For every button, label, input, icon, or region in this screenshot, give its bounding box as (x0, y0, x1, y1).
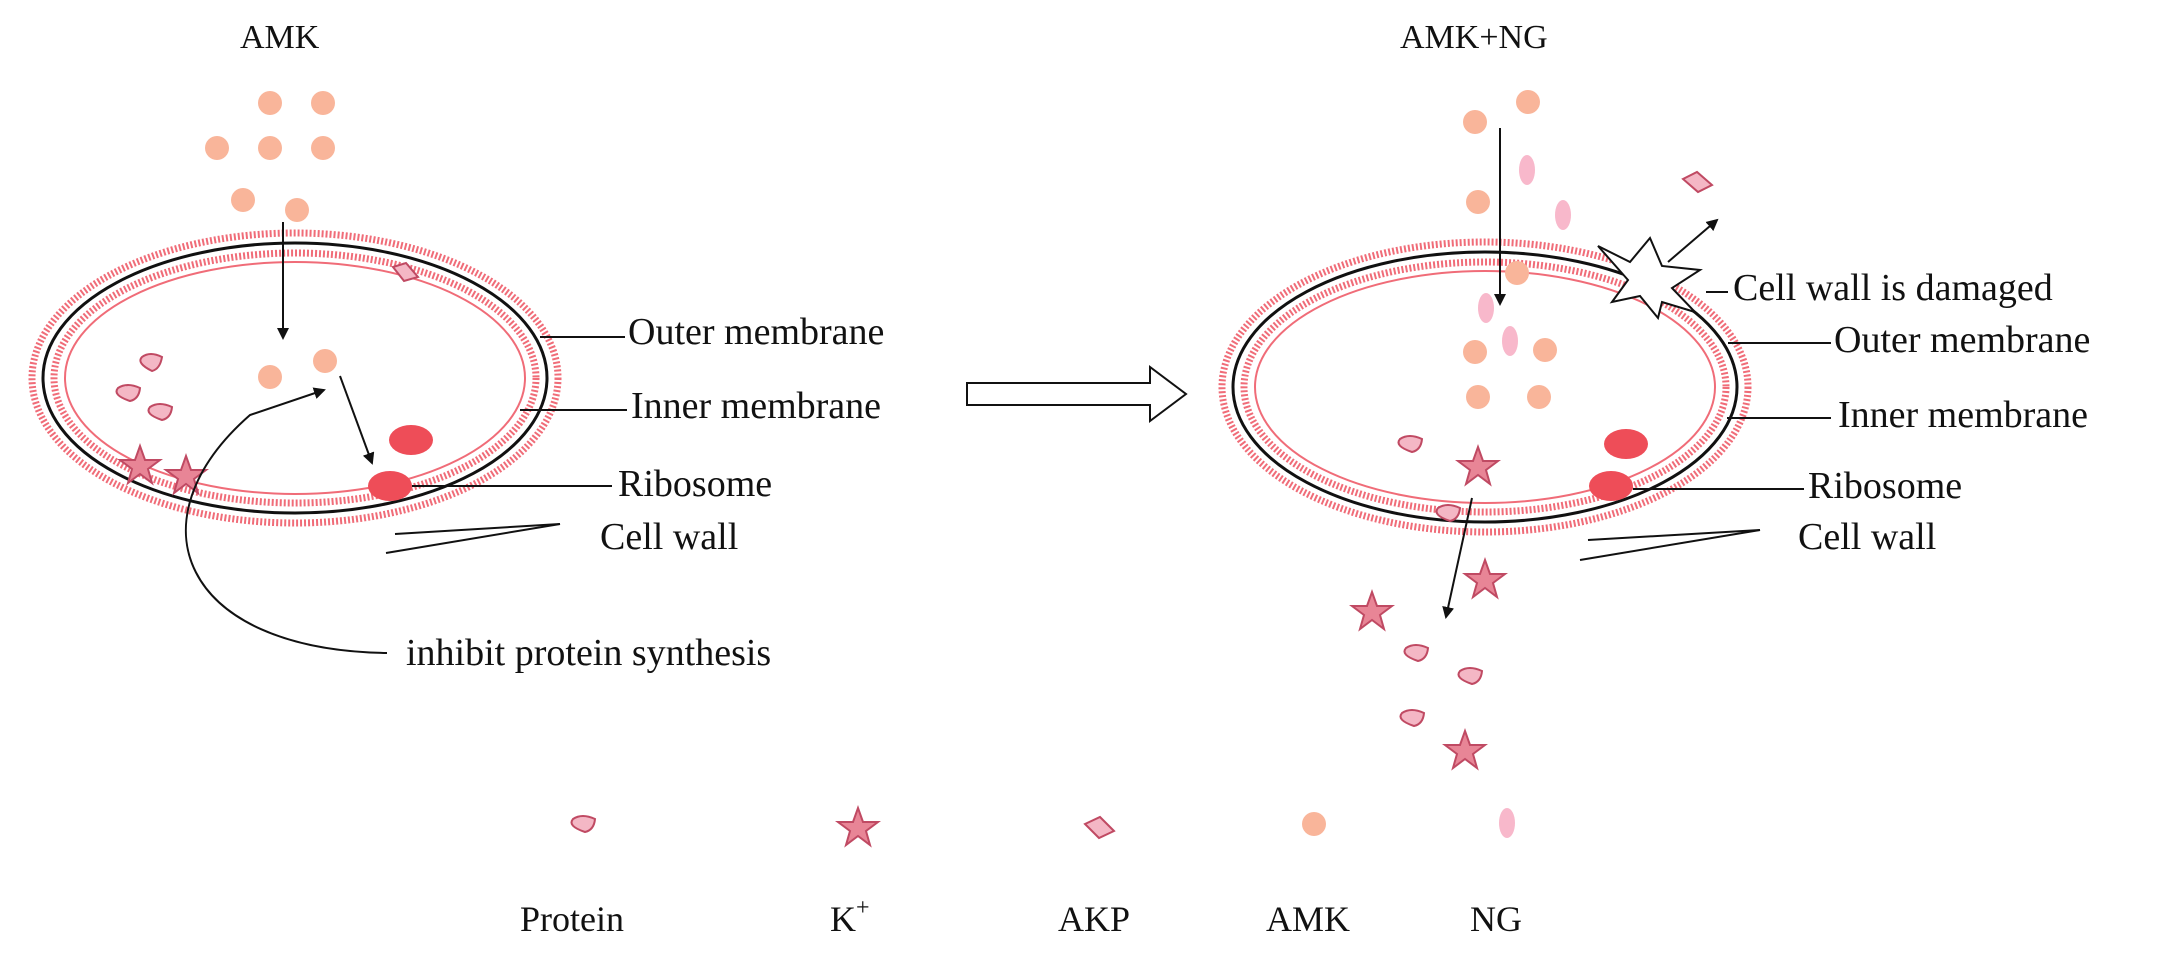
amk-particle (311, 136, 335, 160)
right-ng-particles (1478, 155, 1571, 356)
k-star (1349, 589, 1395, 632)
amk-particle (258, 91, 282, 115)
amk-particle (311, 91, 335, 115)
amk-particle (1466, 385, 1490, 409)
right-outer-membrane (1231, 250, 1739, 524)
left-ribosome-arrow (339, 375, 375, 465)
legend-k-icon (835, 805, 881, 848)
left-cell-wall-label: Cell wall (600, 516, 738, 558)
legend-amk-label: AMK (1266, 899, 1350, 939)
right-proteins (1397, 435, 1484, 728)
amk-particle (1463, 110, 1487, 134)
ribosome (368, 471, 412, 501)
left-outer-membrane-label: Outer membrane (628, 311, 884, 353)
legend-akp-icon (1083, 815, 1116, 840)
right-ribosomes (1589, 429, 1648, 501)
right-leader-lines (1579, 291, 1831, 561)
k-star (163, 453, 209, 496)
right-cell-wall-label: Cell wall (1798, 516, 1936, 558)
protein (1457, 667, 1484, 686)
left-ribosomes (368, 425, 433, 501)
right-inner-layer (1240, 258, 1730, 516)
cell-wall-damaged-label: Cell wall is damaged (1733, 267, 2053, 309)
k-star (1462, 557, 1508, 600)
left-inner-membrane-label: Inner membrane (631, 385, 881, 427)
right-akp (1681, 170, 1714, 194)
damage-burst-icon (1597, 236, 1703, 321)
amk-particle (1527, 385, 1551, 409)
right-cell (1218, 238, 1752, 536)
left-leader-lines (385, 336, 627, 554)
amk-particle (1466, 190, 1490, 214)
left-ribosome-label: Ribosome (618, 463, 772, 505)
protein (1403, 644, 1430, 663)
right-damage-arrow (1667, 218, 1719, 263)
transition-arrow-icon (966, 365, 1188, 423)
right-inner-membrane (1254, 270, 1716, 504)
left-panel-title: AMK (240, 19, 320, 56)
amk-particle (1505, 261, 1529, 285)
ribosome (389, 425, 433, 455)
right-amk-particles (1463, 90, 1557, 409)
left-k-stars (117, 443, 209, 496)
right-k-stars (1349, 444, 1508, 771)
k-star (117, 443, 163, 486)
left-inner-membrane (64, 261, 526, 495)
protein (1399, 709, 1426, 728)
legend: Protein K+ AKP AMK NG (520, 805, 1522, 939)
left-inner-layer (50, 249, 540, 507)
legend-ng-icon (1499, 808, 1515, 838)
ng-particle (1555, 200, 1571, 230)
amk-particle (231, 188, 255, 212)
left-outer-membrane (41, 241, 549, 515)
legend-akp-label: AKP (1058, 899, 1130, 939)
right-inner-membrane-label: Inner membrane (1838, 394, 2088, 436)
ng-particle (1519, 155, 1535, 185)
k-star (1442, 728, 1488, 771)
right-ribosome-label: Ribosome (1808, 465, 1962, 507)
amk-particle (258, 365, 282, 389)
protein (1435, 504, 1462, 523)
left-akp (391, 261, 420, 283)
left-amk-particles (205, 91, 335, 222)
right-exit-arrow (1442, 497, 1473, 619)
protein (139, 353, 164, 373)
amk-particle (205, 136, 229, 160)
amk-particle (313, 349, 337, 373)
left-cell-wall (28, 229, 562, 527)
right-outer-membrane-label: Outer membrane (1834, 319, 2090, 361)
k-star (1455, 444, 1501, 487)
left-inhibit-arrow (184, 387, 388, 654)
amk-particle (1463, 340, 1487, 364)
legend-amk-icon (1302, 812, 1326, 836)
left-interior-amk (258, 349, 337, 389)
ng-particle (1478, 293, 1494, 323)
amk-particle (1533, 338, 1557, 362)
protein (115, 384, 142, 403)
left-cell (28, 229, 562, 527)
amk-particle (258, 136, 282, 160)
amk-particle (1516, 90, 1540, 114)
protein (1397, 435, 1424, 454)
ribosome (1589, 471, 1633, 501)
legend-protein-label: Protein (520, 899, 624, 939)
ng-particle (1502, 326, 1518, 356)
right-panel-title: AMK+NG (1400, 19, 1548, 56)
legend-ng-label: NG (1470, 899, 1522, 939)
inhibit-protein-synthesis-label: inhibit protein synthesis (406, 632, 771, 674)
ribosome (1604, 429, 1648, 459)
protein (147, 403, 174, 422)
legend-k-label: K+ (830, 895, 870, 939)
right-cell-wall (1218, 238, 1752, 536)
amk-particle (285, 198, 309, 222)
legend-protein-icon (570, 815, 597, 834)
left-proteins (115, 353, 174, 422)
